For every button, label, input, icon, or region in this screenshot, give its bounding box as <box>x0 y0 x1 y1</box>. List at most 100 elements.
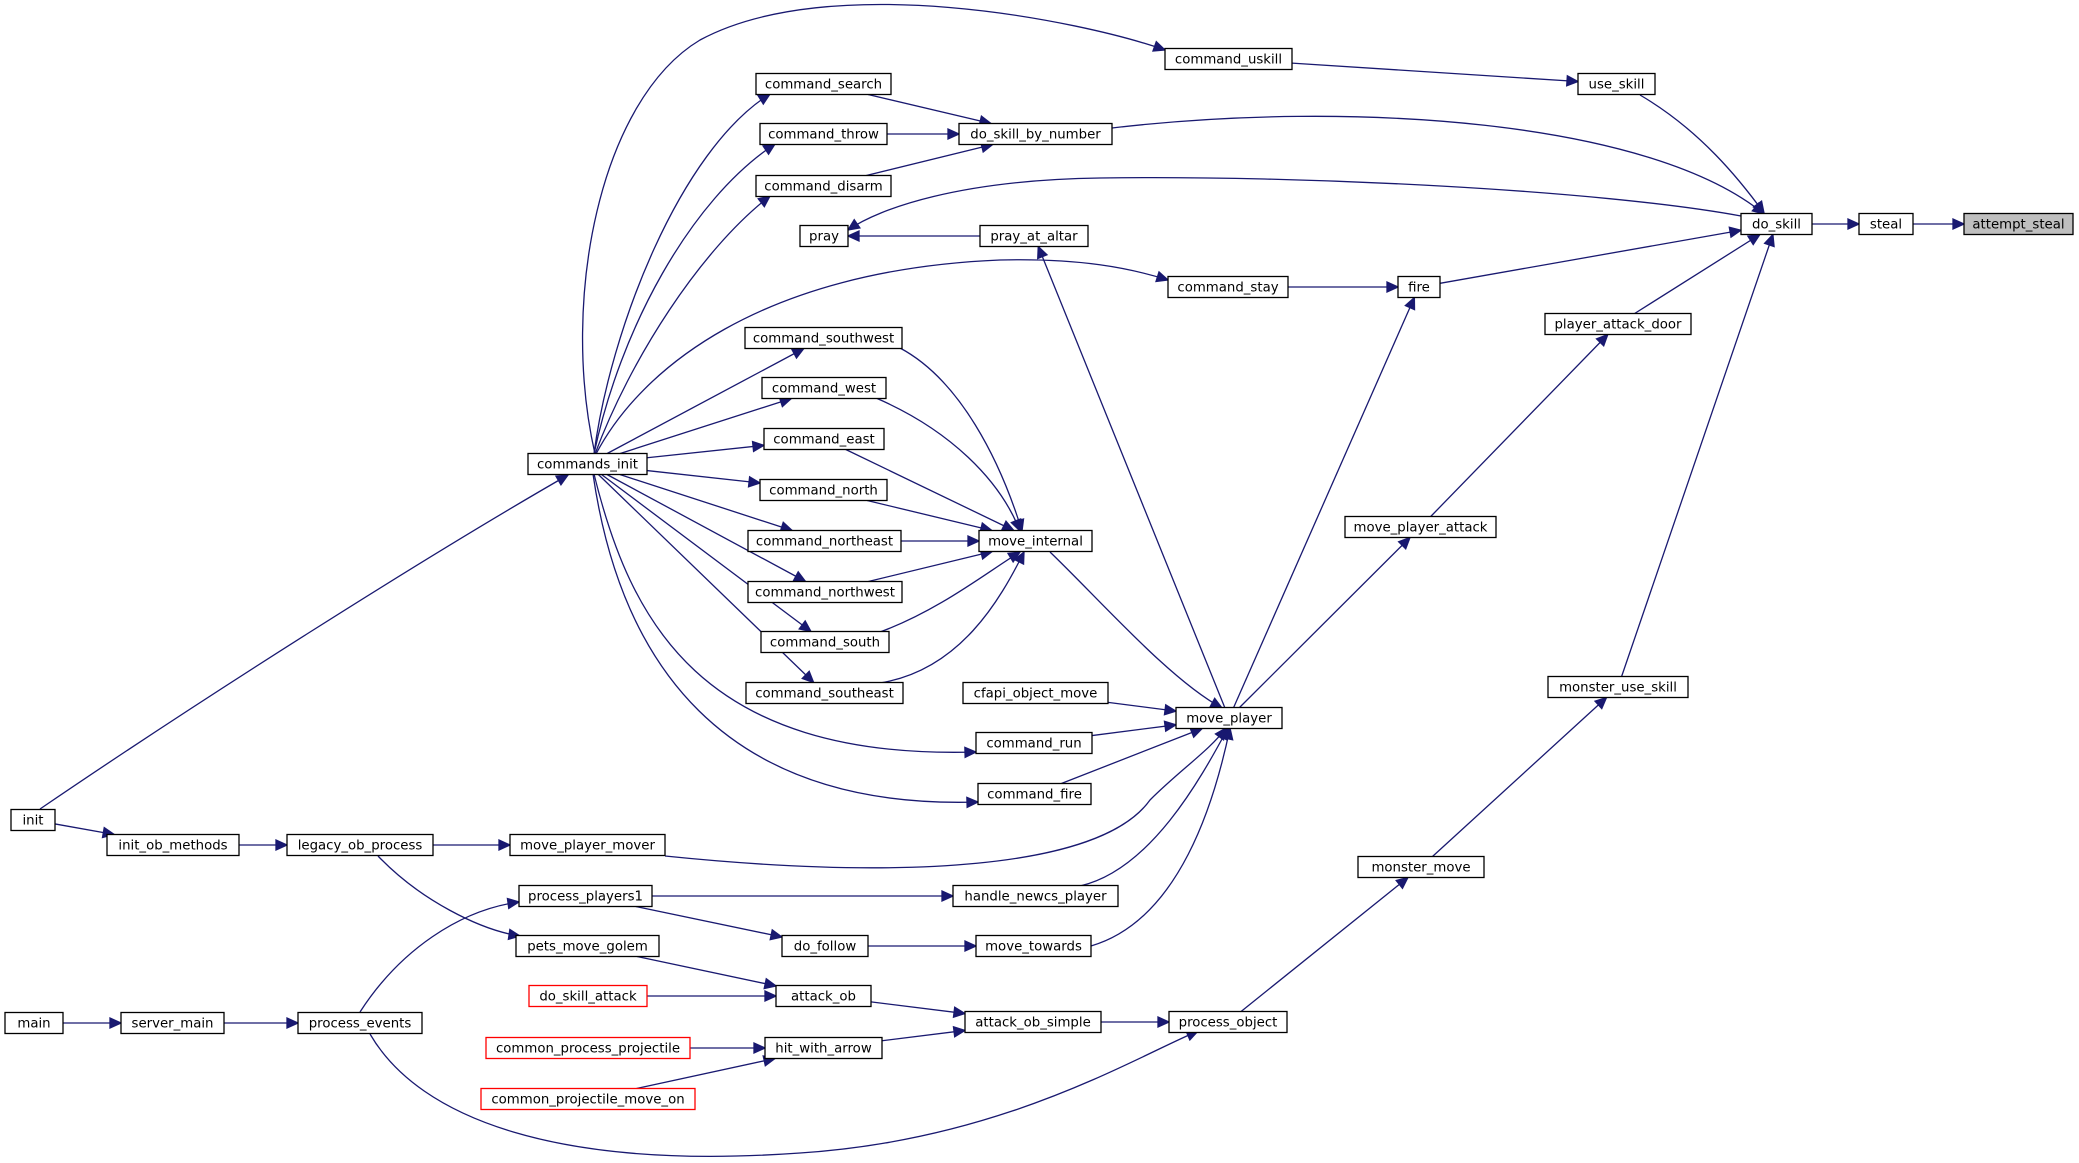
node-move_player_attack[interactable]: move_player_attack <box>1344 515 1497 539</box>
node-command_search[interactable]: command_search <box>755 72 892 96</box>
node-box-command_southwest[interactable] <box>744 326 903 350</box>
node-do_skill[interactable]: do_skill <box>1740 212 1813 236</box>
node-box-attack_ob_simple[interactable] <box>964 1010 1102 1034</box>
node-player_attack_door[interactable]: player_attack_door <box>1544 312 1692 336</box>
node-command_southeast[interactable]: command_southeast <box>745 681 904 705</box>
node-box-command_south[interactable] <box>760 630 890 654</box>
node-process_players1[interactable]: process_players1 <box>518 884 653 908</box>
node-box-do_skill_by_number[interactable] <box>958 122 1113 146</box>
node-command_uskill[interactable]: command_uskill <box>1164 47 1293 71</box>
node-box-common_process_projectile[interactable] <box>485 1036 691 1060</box>
node-box-command_run[interactable] <box>975 731 1093 755</box>
node-move_player[interactable]: move_player <box>1175 706 1283 730</box>
node-common_process_projectile[interactable]: common_process_projectile <box>485 1036 691 1060</box>
node-cfapi_object_move[interactable]: cfapi_object_move <box>962 681 1109 705</box>
node-box-process_events[interactable] <box>297 1011 423 1035</box>
node-box-main[interactable] <box>4 1011 64 1035</box>
node-init[interactable]: init <box>10 808 56 832</box>
node-attack_ob_simple[interactable]: attack_ob_simple <box>964 1010 1102 1034</box>
node-commands_init[interactable]: commands_init <box>527 452 648 476</box>
node-box-command_throw[interactable] <box>759 122 888 146</box>
node-box-pray_at_altar[interactable] <box>979 224 1089 248</box>
node-box-server_main[interactable] <box>120 1011 225 1035</box>
node-do_skill_by_number[interactable]: do_skill_by_number <box>958 122 1113 146</box>
node-box-command_fire[interactable] <box>977 782 1092 806</box>
node-box-legacy_ob_process[interactable] <box>286 833 434 857</box>
node-fire[interactable]: fire <box>1397 275 1441 299</box>
node-command_disarm[interactable]: command_disarm <box>755 174 892 198</box>
node-command_stay[interactable]: command_stay <box>1167 275 1289 299</box>
node-box-command_disarm[interactable] <box>755 174 892 198</box>
node-box-do_skill_attack[interactable] <box>528 984 648 1008</box>
node-box-command_southeast[interactable] <box>745 681 904 705</box>
node-box-move_player_mover[interactable] <box>509 833 666 857</box>
node-move_player_mover[interactable]: move_player_mover <box>509 833 666 857</box>
node-command_northeast[interactable]: command_northeast <box>747 529 902 553</box>
node-box-pray[interactable] <box>799 224 849 248</box>
node-command_throw[interactable]: command_throw <box>759 122 888 146</box>
node-box-cfapi_object_move[interactable] <box>962 681 1109 705</box>
node-box-command_search[interactable] <box>755 72 892 96</box>
node-monster_move[interactable]: monster_move <box>1357 855 1485 879</box>
node-box-command_north[interactable] <box>759 478 888 502</box>
node-handle_newcs_player[interactable]: handle_newcs_player <box>952 884 1119 908</box>
node-box-common_projectile_move_on[interactable] <box>480 1087 696 1111</box>
node-box-command_east[interactable] <box>763 427 885 451</box>
node-main[interactable]: main <box>4 1011 64 1035</box>
node-box-monster_use_skill[interactable] <box>1547 675 1689 699</box>
node-server_main[interactable]: server_main <box>120 1011 225 1035</box>
node-box-move_player[interactable] <box>1175 706 1283 730</box>
node-box-init_ob_methods[interactable] <box>106 833 240 857</box>
node-command_south[interactable]: command_south <box>760 630 890 654</box>
node-legacy_ob_process[interactable]: legacy_ob_process <box>286 833 434 857</box>
node-box-commands_init[interactable] <box>527 452 648 476</box>
node-box-pets_move_golem[interactable] <box>515 934 660 958</box>
node-pets_move_golem[interactable]: pets_move_golem <box>515 934 660 958</box>
node-box-do_follow[interactable] <box>781 934 869 958</box>
node-box-init[interactable] <box>10 808 56 832</box>
node-box-command_stay[interactable] <box>1167 275 1289 299</box>
node-box-process_object[interactable] <box>1168 1010 1288 1034</box>
node-common_projectile_move_on[interactable]: common_projectile_move_on <box>480 1087 696 1111</box>
node-steal[interactable]: steal <box>1858 212 1914 236</box>
node-box-do_skill[interactable] <box>1740 212 1813 236</box>
node-box-player_attack_door[interactable] <box>1544 312 1692 336</box>
node-box-move_internal[interactable] <box>978 529 1093 553</box>
node-hit_with_arrow[interactable]: hit_with_arrow <box>764 1036 883 1060</box>
node-box-command_northeast[interactable] <box>747 529 902 553</box>
node-command_north[interactable]: command_north <box>759 478 888 502</box>
node-command_west[interactable]: command_west <box>761 376 887 400</box>
node-box-fire[interactable] <box>1397 275 1441 299</box>
node-command_run[interactable]: command_run <box>975 731 1093 755</box>
node-pray[interactable]: pray <box>799 224 849 248</box>
node-command_fire[interactable]: command_fire <box>977 782 1092 806</box>
node-box-process_players1[interactable] <box>518 884 653 908</box>
node-attempt_steal[interactable]: attempt_steal <box>1963 212 2074 236</box>
node-use_skill[interactable]: use_skill <box>1577 72 1656 96</box>
node-process_object[interactable]: process_object <box>1168 1010 1288 1034</box>
node-box-steal[interactable] <box>1858 212 1914 236</box>
node-do_follow[interactable]: do_follow <box>781 934 869 958</box>
node-box-use_skill[interactable] <box>1577 72 1656 96</box>
node-box-command_northwest[interactable] <box>747 580 903 604</box>
node-box-move_towards[interactable] <box>975 934 1092 958</box>
node-command_southwest[interactable]: command_southwest <box>744 326 903 350</box>
node-box-move_player_attack[interactable] <box>1344 515 1497 539</box>
node-init_ob_methods[interactable]: init_ob_methods <box>106 833 240 857</box>
node-box-hit_with_arrow[interactable] <box>764 1036 883 1060</box>
node-move_internal[interactable]: move_internal <box>978 529 1093 553</box>
node-box-attempt_steal[interactable] <box>1963 212 2074 236</box>
node-attack_ob[interactable]: attack_ob <box>775 984 872 1008</box>
node-command_northwest[interactable]: command_northwest <box>747 580 903 604</box>
node-box-command_west[interactable] <box>761 376 887 400</box>
node-process_events[interactable]: process_events <box>297 1011 423 1035</box>
node-do_skill_attack[interactable]: do_skill_attack <box>528 984 648 1008</box>
node-move_towards[interactable]: move_towards <box>975 934 1092 958</box>
node-box-attack_ob[interactable] <box>775 984 872 1008</box>
node-box-command_uskill[interactable] <box>1164 47 1293 71</box>
node-monster_use_skill[interactable]: monster_use_skill <box>1547 675 1689 699</box>
node-box-monster_move[interactable] <box>1357 855 1485 879</box>
node-pray_at_altar[interactable]: pray_at_altar <box>979 224 1089 248</box>
node-box-handle_newcs_player[interactable] <box>952 884 1119 908</box>
node-command_east[interactable]: command_east <box>763 427 885 451</box>
